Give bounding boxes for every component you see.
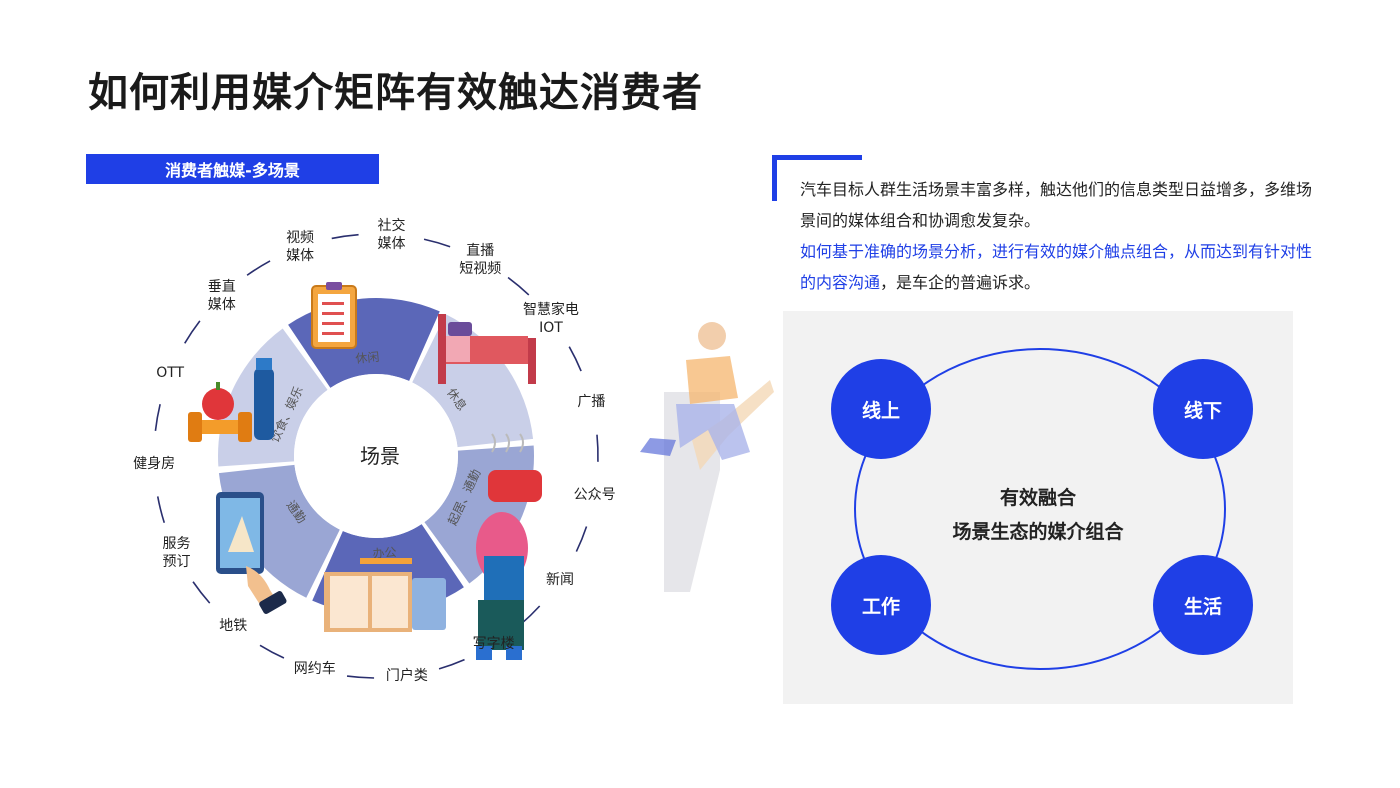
node-offline: 线下 xyxy=(1153,359,1253,459)
outer-media-label: OTT xyxy=(156,364,185,381)
outer-media-label: 写字楼 xyxy=(472,636,515,653)
outer-media-label: 新闻 xyxy=(546,572,575,589)
outer-ring-arc xyxy=(575,526,588,552)
outer-media-label: 直播短视频 xyxy=(459,242,502,277)
fusion-panel: 有效融合 场景生态的媒介组合 线上 线下 工作 生活 xyxy=(783,311,1293,704)
node-online: 线上 xyxy=(831,359,931,459)
outer-media-label: 社交媒体 xyxy=(377,217,406,252)
node-life: 生活 xyxy=(1153,555,1253,655)
outer-ring-arc xyxy=(246,260,271,276)
fusion-ring xyxy=(854,348,1226,670)
outer-media-label: 网约车 xyxy=(293,661,336,678)
outer-media-label: 地铁 xyxy=(219,618,248,635)
outer-media-label: 垂直媒体 xyxy=(207,279,236,314)
section-tag: 消费者触媒-多场景 xyxy=(86,154,379,184)
outer-ring-arc xyxy=(568,346,582,372)
wheel-segment-label: 休闲 xyxy=(355,350,380,366)
description-paragraph: 汽车目标人群生活场景丰富多样，触达他们的信息类型日益增多，多维场景间的媒体组合和… xyxy=(800,174,1320,298)
outer-media-label: 视频媒体 xyxy=(286,230,315,265)
outer-ring-arc xyxy=(259,644,285,659)
outer-ring-arc xyxy=(596,434,599,462)
description-tail: ，是车企的普遍诉求。 xyxy=(880,273,1041,292)
woman-with-cup-icon xyxy=(476,433,542,660)
fusion-center-line1: 有效融合 xyxy=(999,487,1076,509)
outer-media-label: 门户类 xyxy=(385,667,428,684)
outer-media-label: 服务预订 xyxy=(162,536,191,571)
fitness-icon xyxy=(188,358,274,442)
wheel-hub xyxy=(294,374,458,538)
outer-ring-arc xyxy=(184,320,201,344)
outer-media-label: 健身房 xyxy=(133,455,176,472)
outer-ring-arc xyxy=(192,581,211,604)
bed-icon xyxy=(438,314,536,384)
fusion-center-line2: 场景生态的媒介组合 xyxy=(952,521,1124,543)
outer-media-label: 广播 xyxy=(577,394,606,411)
wheel-segment-label: 办公 xyxy=(372,544,397,561)
outer-ring-arc xyxy=(438,658,465,670)
outer-media-label: 公众号 xyxy=(573,486,616,503)
notebook-icon xyxy=(324,558,446,632)
corner-mark xyxy=(772,155,862,201)
node-work: 工作 xyxy=(831,555,931,655)
outer-ring-arc xyxy=(423,238,451,248)
outer-ring-arc xyxy=(154,403,161,431)
description-highlight: 如何基于准确的场景分析，进行有效的媒介触点组合，从而达到有针对性的内容沟通 xyxy=(800,242,1313,292)
runner-illustration xyxy=(640,322,774,592)
outer-ring-arc xyxy=(331,233,359,240)
outer-ring-arc xyxy=(507,276,530,296)
phone-icon xyxy=(216,492,287,614)
wheel-center-label: 场景 xyxy=(360,444,400,468)
page-title: 如何利用媒介矩阵有效触达消费者 xyxy=(88,70,703,116)
description-normal: 汽车目标人群生活场景丰富多样，触达他们的信息类型日益增多，多维场景间的媒体组合和… xyxy=(800,180,1313,230)
outer-ring-arc xyxy=(156,496,166,523)
outer-ring-arc xyxy=(346,675,375,679)
clipboard-icon xyxy=(311,282,357,349)
